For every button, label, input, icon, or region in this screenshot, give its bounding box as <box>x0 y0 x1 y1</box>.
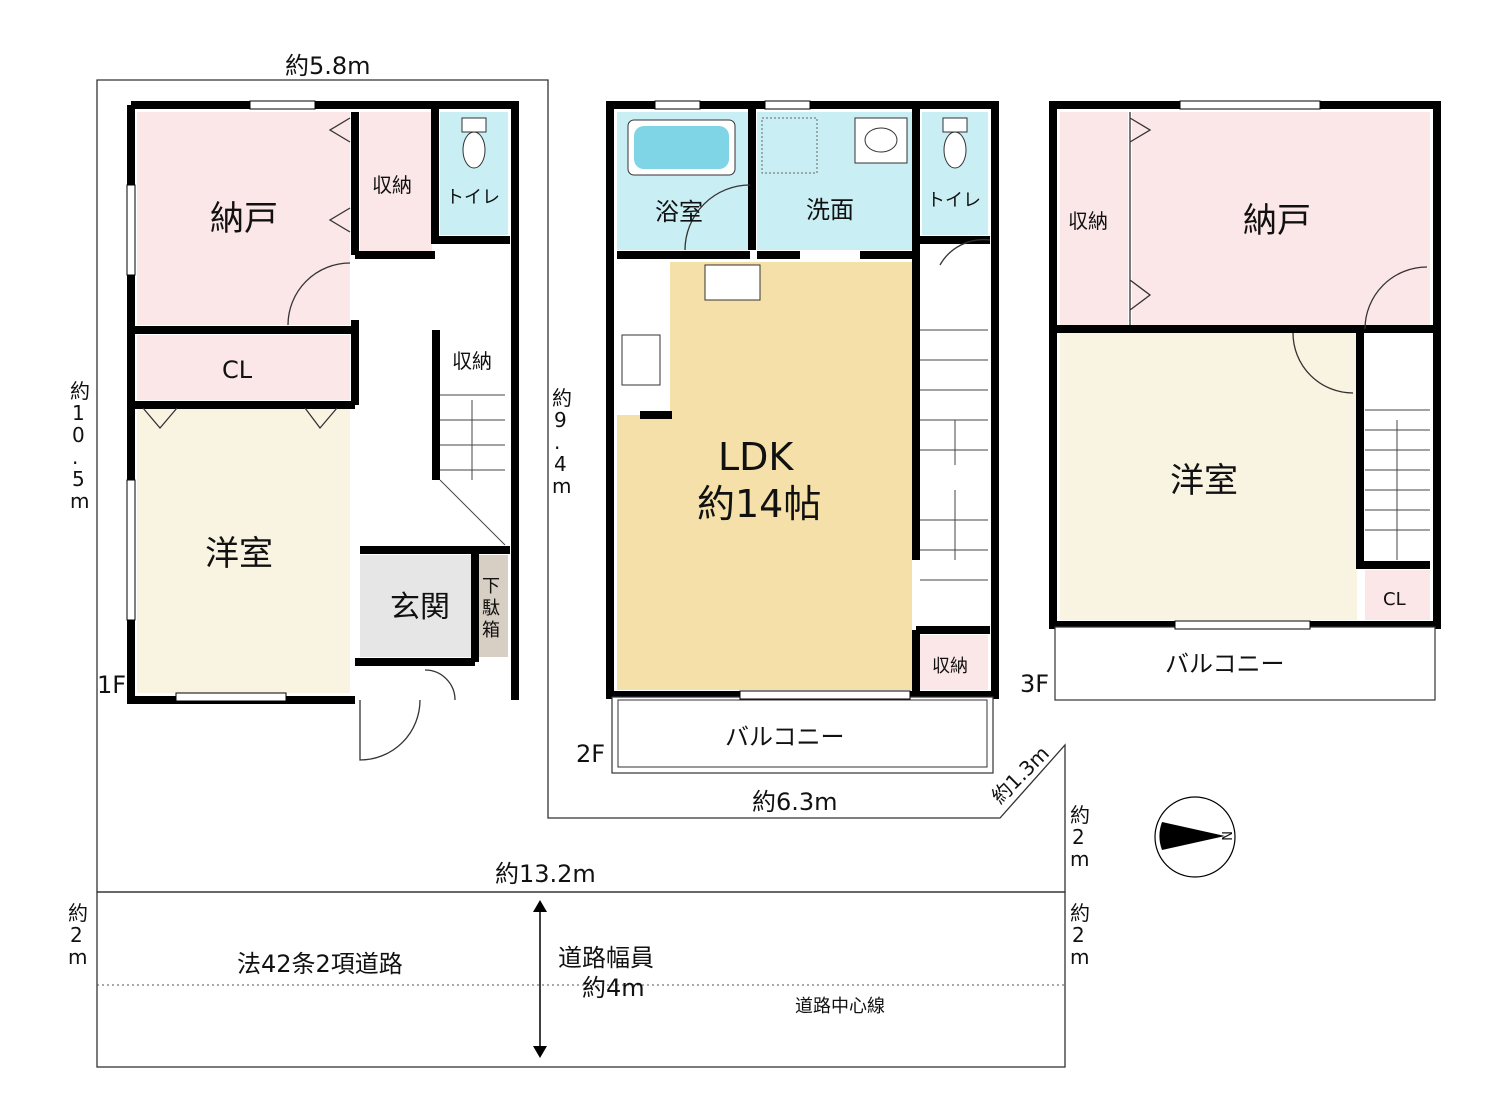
dim-top-width: 約5.8m <box>285 52 371 80</box>
svg-text:2: 2 <box>1072 825 1085 849</box>
svg-text:5: 5 <box>72 467 85 491</box>
svg-text:2: 2 <box>70 923 83 947</box>
svg-text:約: 約 <box>1070 901 1090 925</box>
label-storage-3f: 収納 <box>1068 209 1108 233</box>
svg-text:9: 9 <box>554 408 567 432</box>
label-storage-1f: 収納 <box>372 173 412 197</box>
label-stair-storage-1f: 収納 <box>452 349 492 373</box>
label-shoe-box: 下 駄 箱 <box>482 576 500 641</box>
label-entrance: 玄関 <box>390 590 450 625</box>
svg-text:約: 約 <box>68 901 88 925</box>
label-bath: 浴室 <box>655 198 703 226</box>
dim-left-depth: 約 1 0 . 5 m <box>70 379 90 513</box>
dim-corner: 約1.3m <box>987 741 1054 808</box>
svg-text:m: m <box>1070 847 1089 871</box>
road-width-label: 道路幅員 <box>558 944 654 972</box>
svg-text:m: m <box>68 945 87 969</box>
svg-text:m: m <box>552 474 571 498</box>
svg-text:駄: 駄 <box>482 598 500 619</box>
floor-3f <box>1049 100 1441 701</box>
svg-text:0: 0 <box>72 423 85 447</box>
floor-label-3f: 3F <box>1020 670 1049 698</box>
svg-text:.: . <box>72 445 78 469</box>
label-closet-3f: CL <box>1383 589 1406 610</box>
svg-text:2: 2 <box>1072 923 1085 947</box>
svg-text:約: 約 <box>70 379 90 403</box>
road-centerline-label: 道路中心線 <box>795 996 885 1017</box>
compass-icon: N <box>1154 796 1236 878</box>
room-entrance <box>360 555 475 657</box>
room-ldk <box>617 262 912 690</box>
svg-text:m: m <box>70 489 89 513</box>
room-nando-1f <box>137 112 350 325</box>
room-closet-3f <box>1365 570 1430 620</box>
dim-mid-depth: 約 9 . 4 m <box>552 386 572 498</box>
floor-label-1f: 1F <box>97 671 126 699</box>
svg-text:約: 約 <box>552 386 572 410</box>
dim-road-right: 約 2 m <box>1070 901 1090 969</box>
dim-site-width: 約13.2m <box>495 860 596 888</box>
room-western-3f <box>1060 333 1357 620</box>
svg-text:4: 4 <box>554 452 567 476</box>
site-outline <box>96 79 1066 1068</box>
room-storage-3f <box>1060 112 1128 325</box>
room-closet-1f <box>137 335 350 400</box>
room-storage-2f <box>920 635 988 690</box>
svg-text:m: m <box>1070 945 1089 969</box>
svg-text:1: 1 <box>72 401 85 425</box>
label-ldk-size: 約14帖 <box>697 482 821 526</box>
label-closet-1f: CL <box>222 356 253 384</box>
dim-2f-width: 約6.3m <box>752 788 838 816</box>
floor-2f <box>606 100 999 774</box>
label-western-3f: 洋室 <box>1170 461 1238 501</box>
svg-text:下: 下 <box>482 576 500 597</box>
road-type: 法42条2項道路 <box>237 950 403 978</box>
compass-north-label: N <box>1218 831 1233 841</box>
label-nando-1f: 納戸 <box>210 199 278 239</box>
room-nando-3f <box>1132 112 1430 325</box>
dim-right-setback: 約 2 m <box>1070 803 1090 871</box>
svg-text:.: . <box>554 430 560 454</box>
label-balcony-3f: バルコニー <box>1165 650 1285 678</box>
label-washroom: 洗面 <box>806 196 854 224</box>
label-nando-3f: 納戸 <box>1243 201 1311 241</box>
road-width-value: 約4m <box>582 974 645 1002</box>
shoe-box <box>475 555 508 657</box>
room-western-1f <box>137 405 350 693</box>
floor-1f <box>126 100 519 761</box>
label-toilet-2f: トイレ <box>927 190 981 211</box>
label-storage-2f: 収納 <box>932 656 968 677</box>
label-ldk: LDK <box>718 435 794 479</box>
svg-text:約: 約 <box>1070 803 1090 827</box>
label-toilet-1f: トイレ <box>446 187 500 208</box>
room-storage-1f <box>360 112 432 255</box>
svg-text:箱: 箱 <box>482 620 500 641</box>
label-western-1f: 洋室 <box>205 534 273 574</box>
label-balcony-2f: バルコニー <box>725 723 845 751</box>
floor-label-2f: 2F <box>576 740 605 768</box>
dim-road-left: 約 2 m <box>68 901 88 969</box>
